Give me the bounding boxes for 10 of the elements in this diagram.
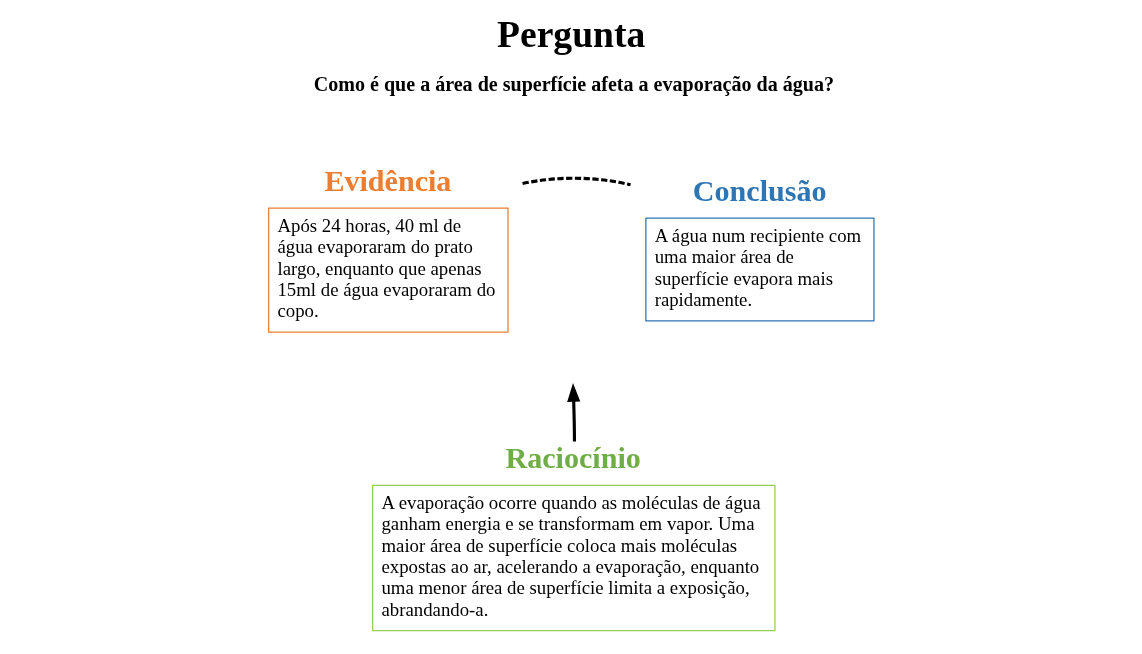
diagram-title: Pergunta [497, 14, 646, 56]
node-label: Conclusão [692, 173, 827, 208]
node-box: A evaporação ocorre quando as moléculas de água ganham energia e se transformam em vapor. Uma maior área de superfície coloca mais moléculas expostas ao ar, acelerando a evaporação, enquanto uma menor área de superfície limita a exposição, abrandando-a. [372, 484, 776, 632]
node-box: Após 24 horas, 40 ml de água evaporaram do prato largo, enquanto que apenas 15ml de água evaporaram do copo. [268, 207, 509, 333]
connector [522, 176, 631, 187]
arrow [567, 382, 581, 442]
label: Como é que a área de superfície afeta a evaporação da água? [313, 72, 835, 95]
node-label: Raciocínio [505, 441, 641, 476]
node-box: A água num recipiente com uma maior área de superfície evapora mais rapidamente. [645, 217, 875, 322]
node-label: Evidência [324, 163, 452, 198]
